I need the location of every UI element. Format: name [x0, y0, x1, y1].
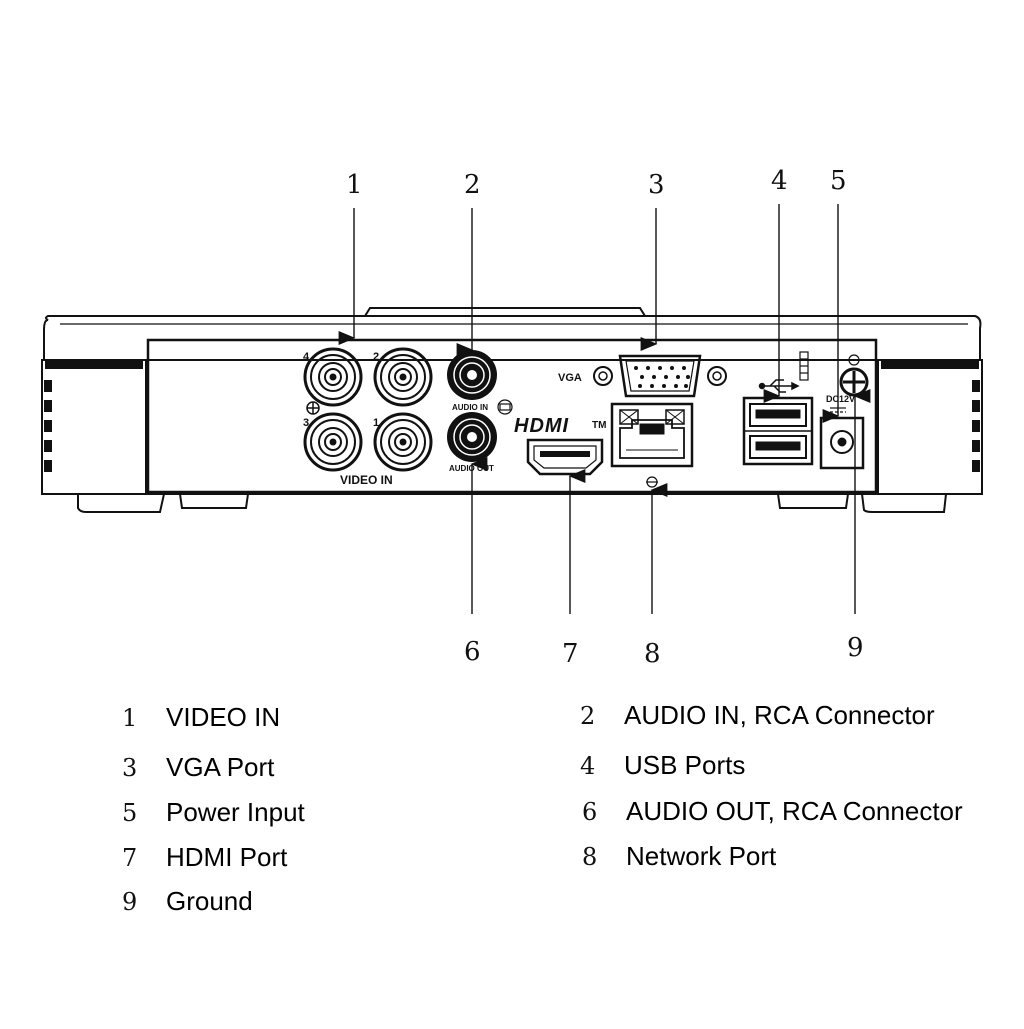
legend-number: 3 [122, 754, 138, 782]
device-chassis [41, 307, 983, 513]
callout-number: 8 [644, 639, 661, 669]
legend-item: 7 HDMI Port [122, 842, 287, 873]
legend-item: 1 VIDEO IN [122, 702, 280, 733]
legend-label: AUDIO IN, RCA Connector [624, 700, 935, 730]
callout-leaders [338, 204, 871, 614]
legend-label: Ground [166, 886, 253, 916]
bnc-connector-4 [303, 347, 363, 407]
legend-number: 5 [122, 799, 138, 827]
legend-label: Network Port [626, 841, 777, 871]
legend-number: 4 [580, 752, 596, 780]
bnc-label-2: 2 [373, 351, 379, 363]
legend-number: 7 [122, 844, 138, 872]
legend-item: 9 Ground [122, 886, 253, 917]
callout-number: 3 [648, 170, 665, 200]
audio-out-rca [447, 412, 497, 462]
callout-number: 2 [464, 170, 481, 200]
usb-vent-icon [799, 351, 809, 381]
legend-item: 5 Power Input [122, 797, 305, 828]
audio-in-panel-label: AUDIO IN [452, 403, 488, 412]
callout-number: 5 [830, 166, 847, 196]
legend-number: 8 [582, 843, 598, 871]
legend-label: Power Input [166, 797, 305, 827]
usb-ports [742, 396, 814, 466]
callout-number: 4 [771, 166, 788, 196]
audio-in-rca [447, 350, 497, 400]
hdmi-logo: HDMI [514, 415, 569, 437]
legend-number: 2 [580, 702, 596, 730]
legend-item: 8 Network Port [582, 841, 776, 872]
bnc-connector-2 [373, 347, 433, 407]
legend-item: 6 AUDIO OUT, RCA Connector [582, 796, 963, 827]
bnc-connector-3 [303, 412, 363, 472]
legend-item: 3 VGA Port [122, 752, 274, 783]
legend-label: VGA Port [166, 752, 275, 782]
vga-panel-label: VGA [558, 372, 582, 384]
vga-port [593, 354, 727, 398]
legend-label: USB Ports [624, 750, 746, 780]
callout-number: 1 [346, 170, 363, 200]
legend-label: VIDEO IN [166, 702, 281, 732]
hdmi-tm-mark: TM [592, 420, 606, 431]
power-input-jack [819, 407, 865, 470]
dc-panel-label: DC12V [826, 394, 855, 404]
legend-number: 1 [122, 704, 138, 732]
bnc-label-1: 1 [373, 417, 379, 429]
video-in-bnc-group [303, 347, 433, 472]
legend: 1 VIDEO IN 2 AUDIO IN, RCA Connector 3 V… [0, 690, 1024, 930]
legend-item: 2 AUDIO IN, RCA Connector [580, 700, 935, 731]
callout-number: 9 [847, 633, 864, 663]
legend-number: 6 [582, 798, 598, 826]
legend-label: AUDIO OUT, RCA Connector [626, 796, 963, 826]
network-port [610, 402, 694, 488]
video-in-panel-label: VIDEO IN [340, 473, 393, 487]
legend-label: HDMI Port [166, 842, 288, 872]
callout-number: 7 [562, 639, 579, 669]
bnc-label-3: 3 [303, 417, 309, 429]
legend-number: 9 [122, 888, 138, 916]
callout-number: 6 [464, 637, 481, 667]
audio-in-icon [497, 399, 513, 415]
hdmi-port [526, 438, 604, 476]
bnc-label-4: 4 [303, 351, 310, 363]
legend-item: 4 USB Ports [580, 750, 745, 781]
bnc-connector-1 [373, 412, 433, 472]
